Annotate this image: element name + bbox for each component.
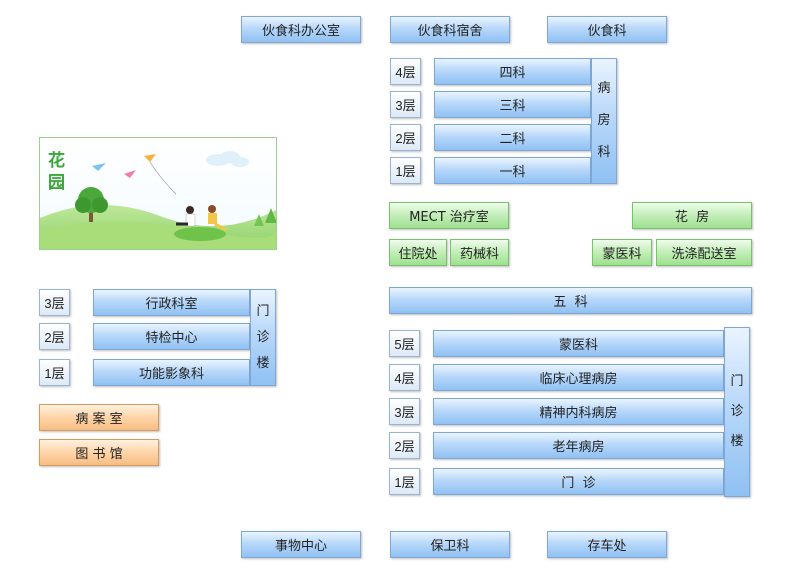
outpatient-right-side-label[interactable]: 门诊楼: [724, 327, 750, 497]
canteen-button[interactable]: 伙食科: [547, 16, 667, 43]
special-exam-center[interactable]: 特检中心: [93, 323, 250, 350]
garden-illustration: [40, 138, 276, 249]
affairs-center[interactable]: 事物中心: [241, 531, 361, 558]
outpatient-right-dept-1[interactable]: 门 诊: [433, 468, 724, 495]
medical-records-room[interactable]: 病 案 室: [39, 404, 159, 431]
admin-office[interactable]: 行政科室: [93, 289, 250, 316]
ward-dept-2[interactable]: 二科: [434, 124, 591, 151]
garden-image: 花园: [39, 137, 277, 250]
outpatient-right-level-4[interactable]: 4层: [389, 364, 420, 391]
canteen-dorm-button[interactable]: 伙食科宿舍: [390, 16, 510, 43]
mect-treatment-room[interactable]: MECT 治疗室: [389, 202, 509, 229]
person-icon: [186, 206, 194, 214]
canteen-label: 伙食科: [587, 24, 627, 39]
outpatient-left-level-2[interactable]: 2层: [39, 323, 70, 350]
ward-level-3[interactable]: 3层: [390, 91, 421, 118]
ward-dept-1[interactable]: 一科: [434, 157, 591, 184]
imaging-dept[interactable]: 功能影象科: [93, 359, 250, 386]
outpatient-right-level-1[interactable]: 1层: [389, 468, 420, 495]
canteen-dorm-label: 伙食科宿舍: [417, 24, 483, 39]
cloud-icon: [206, 151, 249, 167]
canteen-office-button[interactable]: 伙食科办公室: [241, 16, 361, 43]
mongolian-medicine-dept[interactable]: 蒙医科: [592, 239, 652, 266]
library[interactable]: 图 书 馆: [39, 439, 159, 466]
security-dept[interactable]: 保卫科: [390, 531, 510, 558]
outpatient-left-level-3[interactable]: 3层: [39, 289, 70, 316]
ward-level-4[interactable]: 4层: [390, 58, 421, 85]
outpatient-right-dept-2[interactable]: 老年病房: [433, 432, 724, 459]
pharmacy-dept[interactable]: 药械科: [450, 239, 509, 266]
kite-icon: [144, 154, 156, 162]
ward-building-side-label[interactable]: 病房科: [591, 58, 617, 184]
garden-label: 花园: [48, 151, 65, 193]
greenhouse[interactable]: 花 房: [632, 202, 752, 229]
ward-dept-4[interactable]: 四科: [434, 58, 591, 85]
outpatient-right-level-2[interactable]: 2层: [389, 432, 420, 459]
ward-level-2[interactable]: 2层: [390, 124, 421, 151]
person-icon: [208, 205, 216, 213]
ward-side-label-text: 病房科: [597, 81, 611, 160]
outpatient-left-side-label[interactable]: 门诊楼: [250, 289, 276, 386]
ward-level-1[interactable]: 1层: [390, 157, 421, 184]
inpatient-office[interactable]: 住院处: [389, 239, 447, 266]
ward-dept-3[interactable]: 三科: [434, 91, 591, 118]
outpatient-right-dept-5[interactable]: 蒙医科: [433, 330, 724, 357]
canteen-office-label: 伙食科办公室: [261, 24, 340, 39]
outpatient-left-level-1[interactable]: 1层: [39, 359, 70, 386]
paper-plane-icon: [92, 163, 106, 171]
fifth-dept[interactable]: 五 科: [389, 287, 752, 314]
laundry-room[interactable]: 洗涤配送室: [656, 239, 752, 266]
outpatient-right-dept-4[interactable]: 临床心理病房: [433, 364, 724, 391]
paper-plane-icon: [124, 170, 136, 178]
outpatient-right-dept-3[interactable]: 精神内科病房: [433, 398, 724, 425]
outpatient-right-level-3[interactable]: 3层: [389, 398, 420, 425]
bicycle-parking[interactable]: 存车处: [547, 531, 667, 558]
outpatient-right-level-5[interactable]: 5层: [389, 330, 420, 357]
